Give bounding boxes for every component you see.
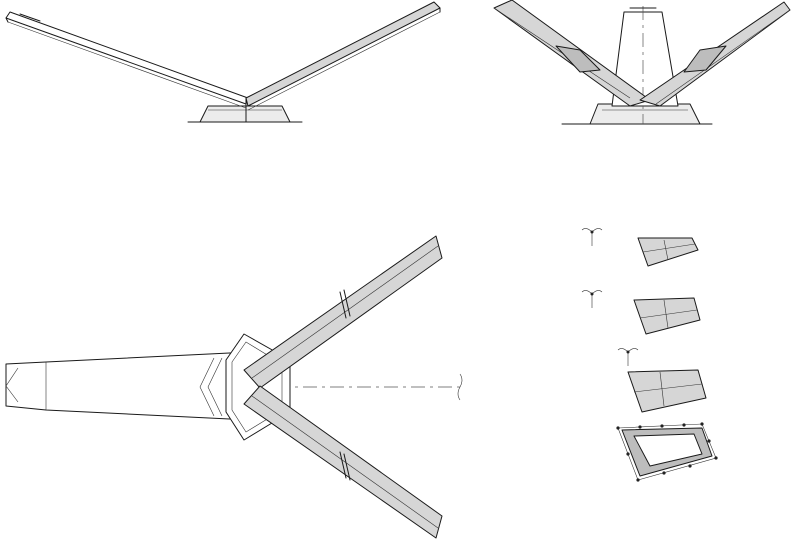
front-base-pedestal [199, 105, 291, 123]
dim-tick-11 [626, 452, 630, 456]
front-elevation [5, 1, 441, 123]
detail-sections [581, 228, 718, 482]
detail-section-2-divider [663, 299, 669, 329]
side-left-wing-shade [555, 45, 601, 73]
detail-section-1-line [642, 243, 696, 253]
dim-tick-2 [638, 425, 642, 429]
plan-left-arm-tip-b [5, 385, 19, 403]
side-right-wing-edge [655, 9, 791, 105]
plan-left-arm [5, 351, 251, 421]
side-central-column [611, 11, 679, 107]
detail-section-2 [633, 297, 701, 335]
plan-lower-arm-joint-b [343, 453, 351, 481]
plan-lower-arm [243, 385, 443, 539]
dim-tick-5 [700, 422, 704, 426]
plan-left-arm-tip-a [5, 367, 19, 387]
plan-upper-arm [243, 235, 443, 389]
detail-section-1-divider [663, 239, 669, 261]
dim-tick-9 [662, 471, 666, 475]
front-left-wing-mark [19, 13, 41, 22]
detail-section-4-inner [633, 433, 703, 467]
front-right-wing [245, 1, 441, 107]
detail-section-1 [637, 237, 699, 267]
detail-section-2-line [639, 309, 698, 319]
dim-tick-1 [616, 426, 620, 430]
front-left-wing-tip [5, 17, 9, 23]
detail-symbol-1 [581, 228, 603, 246]
side-right-wing-shade [683, 45, 727, 73]
plan-axis-break-mark [457, 373, 463, 401]
plan-upper-arm-joint-b [343, 289, 351, 317]
detail-symbol-3 [617, 348, 639, 366]
dim-tick-6 [707, 439, 711, 443]
side-base-pedestal [589, 103, 701, 125]
dim-tick-3 [660, 424, 664, 428]
front-left-wing-underside [7, 21, 247, 109]
dim-tick-4 [682, 423, 686, 427]
detail-section-3-line [633, 383, 703, 393]
front-right-wing-underside [247, 11, 441, 111]
dim-tick-10 [636, 478, 640, 482]
side-elevation [493, 0, 791, 125]
plan-upper-arm-joint-a [339, 291, 347, 319]
plan-lower-arm-centreline [251, 395, 439, 529]
dim-tick-7 [714, 456, 718, 460]
detail-section-3-divider [659, 371, 665, 407]
dim-tick-8 [688, 464, 692, 468]
detail-section-3 [627, 369, 707, 413]
plan-chevron-inner [207, 357, 223, 417]
detail-symbol-2 [581, 290, 603, 308]
front-left-wing [5, 11, 249, 105]
plan-chevron [199, 357, 215, 417]
plan-view [5, 235, 463, 539]
plan-lower-arm-joint-a [339, 451, 347, 479]
